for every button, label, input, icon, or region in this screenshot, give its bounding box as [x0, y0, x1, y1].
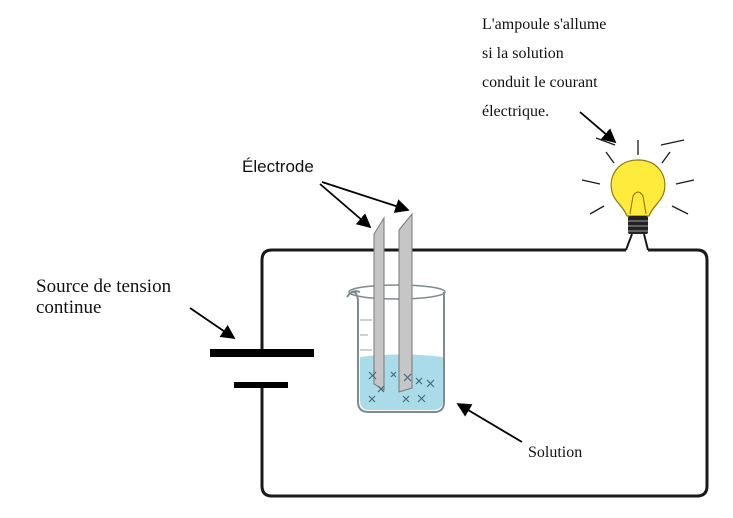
bulb-caption-line-1: L'ampoule s'allume	[482, 16, 607, 33]
electrode-right	[398, 212, 413, 393]
power-source-label-line-1: Source de tension	[36, 276, 172, 297]
bulb-caption-line-4: électrique.	[482, 103, 550, 120]
electrode-arrow-right	[321, 181, 410, 213]
source-arrow	[189, 307, 236, 340]
beaker-icon	[346, 284, 446, 413]
battery-icon	[210, 308, 314, 388]
solution-arrow	[456, 403, 523, 443]
bulb-caption-line-2: si la solution	[482, 45, 564, 62]
circuit-wire	[260, 248, 709, 498]
bulb-caption: L'ampoule s'allume si la solution condui…	[482, 10, 606, 126]
ion-marks	[368, 371, 435, 403]
power-source-label: Source de tension continue	[36, 276, 171, 318]
electrode-arrow-left	[319, 183, 372, 229]
electrode-left	[373, 216, 385, 391]
solution-label: Solution	[528, 444, 583, 461]
electrode-icon	[373, 212, 413, 393]
electrode-label: Électrode	[242, 157, 314, 176]
bulb-caption-line-3: conduit le courant	[482, 74, 598, 91]
light-bulb-icon	[581, 137, 695, 251]
power-source-label-line-2: continue	[36, 297, 102, 318]
bulb-arrow	[579, 111, 617, 144]
